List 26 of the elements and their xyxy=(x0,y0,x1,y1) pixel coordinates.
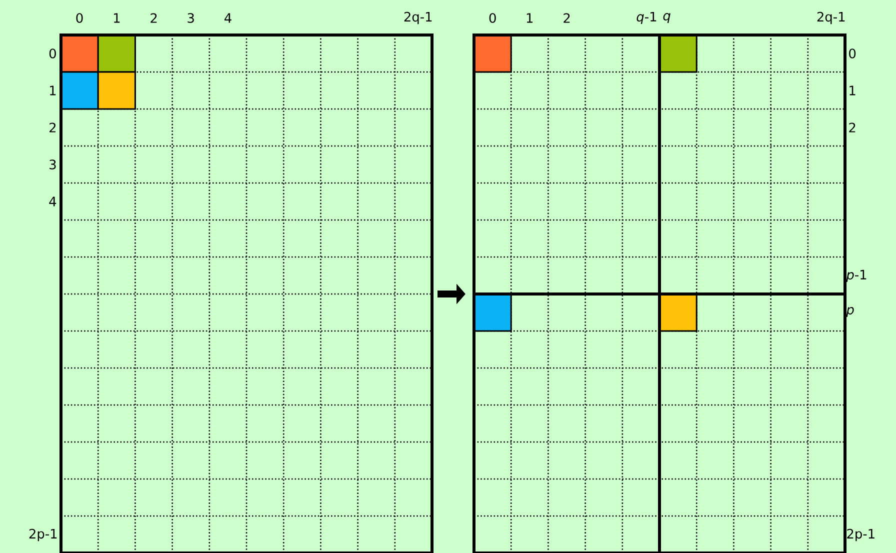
axis-label: 0 xyxy=(849,48,856,58)
axis-label: 1 xyxy=(526,13,533,23)
axis-label: 0 xyxy=(49,48,56,58)
axis-label: 0 xyxy=(76,13,83,23)
axis-label: 2 xyxy=(150,13,157,23)
axis-label: 1 xyxy=(114,13,120,23)
axis-label: p xyxy=(846,307,854,317)
axis-label: 2p-1 xyxy=(29,528,57,542)
axis-label: 2 xyxy=(849,122,856,132)
axis-label: 1 xyxy=(50,86,56,96)
axis-label: 4 xyxy=(224,13,232,23)
axis-label: 2p-1 xyxy=(847,528,874,542)
axis-label: 2 xyxy=(50,122,56,132)
axis-label: q xyxy=(663,13,670,23)
axis-label: p-1 xyxy=(846,270,866,282)
axis-label: 4 xyxy=(49,196,56,206)
axis-label: 2 xyxy=(564,13,570,23)
grid-frame xyxy=(472,34,846,553)
axis-label: 1 xyxy=(850,86,856,96)
axis-label: 2q-1 xyxy=(404,12,432,24)
axis-label: q-1 xyxy=(636,12,656,24)
axis-label: 3 xyxy=(188,13,194,23)
axis-label: 0 xyxy=(489,13,496,23)
grid-frame xyxy=(60,34,434,553)
axis-label: 3 xyxy=(50,160,56,170)
axis-label: 2q-1 xyxy=(817,12,845,24)
